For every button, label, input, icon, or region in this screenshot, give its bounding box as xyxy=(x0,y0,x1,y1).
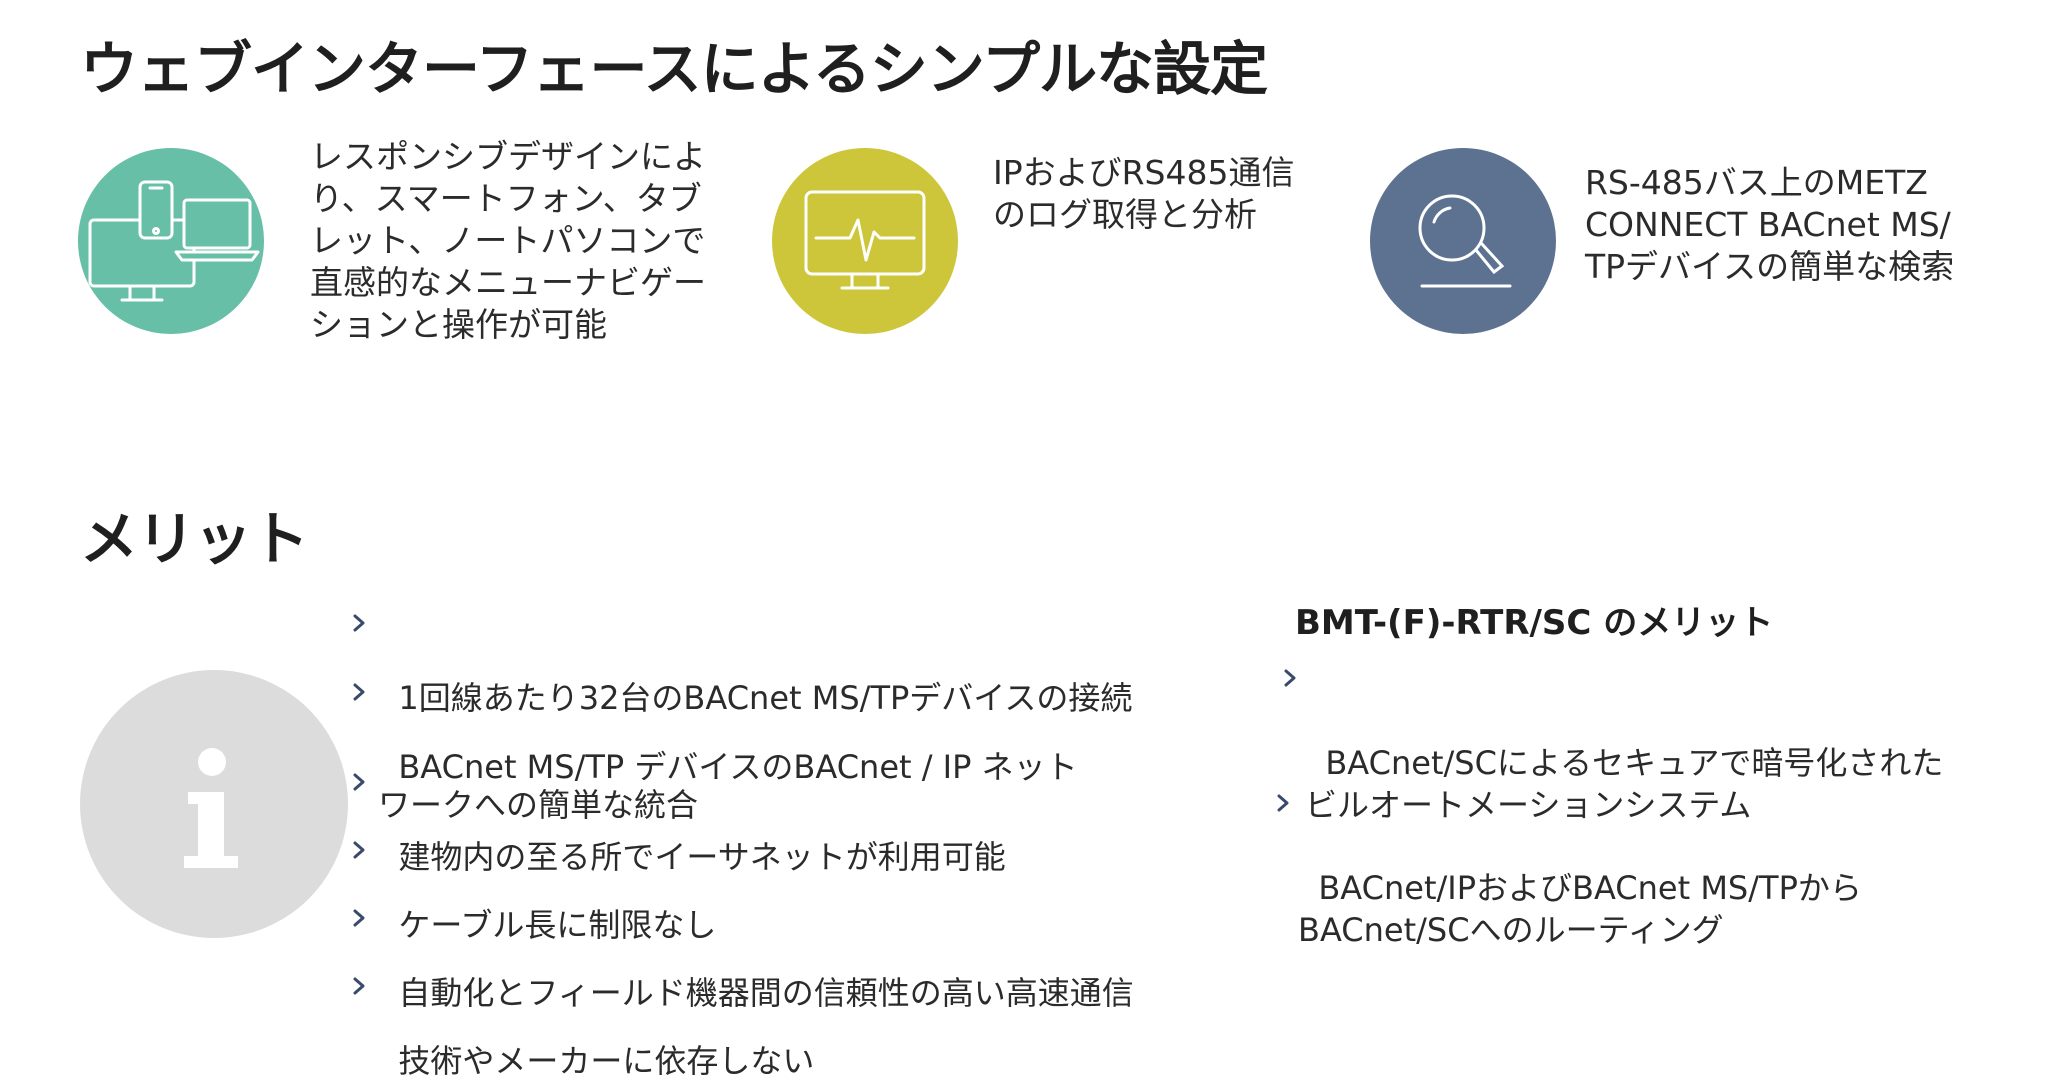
advantage-text: 自動化とフィールド機器間の信頼性の高い高速通信 xyxy=(398,974,1134,1012)
monitor-heartbeat-icon xyxy=(804,190,926,290)
devices-icon xyxy=(88,180,260,302)
advantage-item: 自動化とフィールド機器間の信頼性の高い高速通信 xyxy=(353,898,1134,1012)
advantage-item: 建物内の至る所でイーサネットが利用可能 xyxy=(353,762,1006,876)
advantage-item: 技術やメーカーに依存しない xyxy=(353,966,815,1080)
page-title: ウェブインターフェースによるシンプルな設定 xyxy=(80,35,1268,103)
bmt-item-text: BACnet/SCによるセキュアで暗号化された ビルオートメーションシステム xyxy=(1305,744,1944,824)
search-icon-circle xyxy=(1370,148,1556,334)
advantage-item: 1回線あたり32台のBACnet MS/TPデバイスの接続 xyxy=(353,603,1133,717)
chevron-right-icon xyxy=(353,841,365,859)
info-icon-circle xyxy=(80,670,348,938)
feature-text-responsive: レスポンシブデザインによ り、スマートフォン、タブ レット、ノートパソコンで 直… xyxy=(310,137,706,344)
chevron-right-icon xyxy=(1277,794,1289,812)
feature-text-device-search: RS-485バス上のMETZ CONNECT BACnet MS/ TPデバイス… xyxy=(1585,163,1955,286)
monitor-icon-circle xyxy=(772,148,958,334)
advantage-text: 1回線あたり32台のBACnet MS/TPデバイスの接続 xyxy=(398,679,1133,717)
chevron-right-icon xyxy=(353,909,365,927)
bmt-item: BACnet/SCによるセキュアで暗号化された ビルオートメーションシステム xyxy=(1284,658,1944,826)
advantage-text: 建物内の至る所でイーサネットが利用可能 xyxy=(398,838,1006,876)
chevron-right-icon xyxy=(353,683,365,701)
search-icon xyxy=(1418,194,1512,288)
chevron-right-icon xyxy=(353,773,365,791)
info-icon xyxy=(80,670,348,938)
bmt-section-title: BMT-(F)-RTR/SC のメリット xyxy=(1295,603,1774,643)
advantage-text: BACnet MS/TP デバイスのBACnet / IP ネット ワークへの簡… xyxy=(378,748,1078,824)
merit-title: メリット xyxy=(80,505,309,573)
bmt-item-text: BACnet/IPおよびBACnet MS/TPから BACnet/SCへのルー… xyxy=(1298,869,1862,949)
advantage-item: ケーブル長に制限なし xyxy=(353,830,717,944)
devices-icon-circle xyxy=(78,148,264,334)
feature-text-logging: IPおよびRS485通信 のログ取得と分析 xyxy=(993,153,1295,234)
advantage-text: 技術やメーカーに依存しない xyxy=(398,1042,815,1080)
chevron-right-icon xyxy=(353,614,365,632)
chevron-right-icon xyxy=(353,977,365,995)
bmt-item: BACnet/IPおよびBACnet MS/TPから BACnet/SCへのルー… xyxy=(1277,783,1862,951)
chevron-right-icon xyxy=(1284,669,1296,687)
advantage-item: BACnet MS/TP デバイスのBACnet / IP ネット ワークへの簡… xyxy=(353,672,1078,824)
advantage-text: ケーブル長に制限なし xyxy=(398,906,717,944)
